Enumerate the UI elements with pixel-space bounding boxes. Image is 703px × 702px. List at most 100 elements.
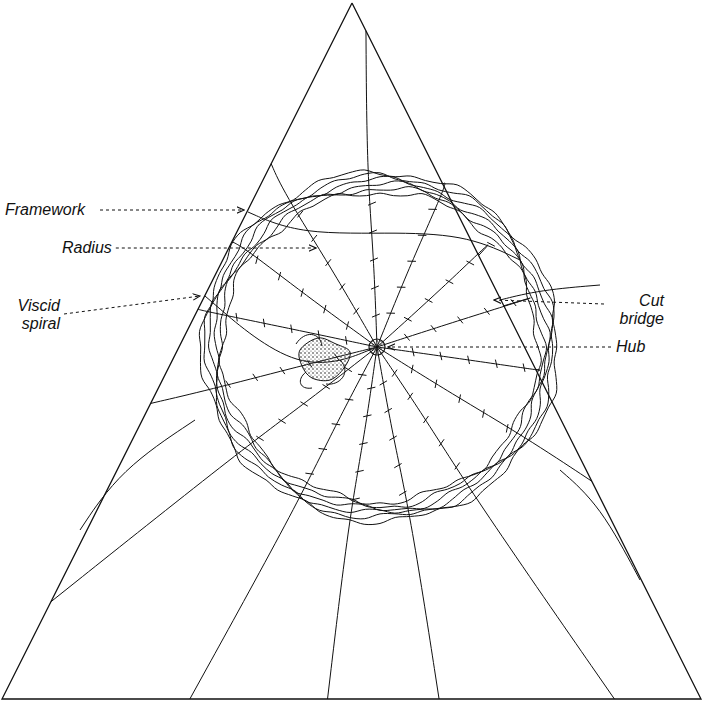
tick-mark xyxy=(256,256,258,264)
tick-mark xyxy=(371,286,379,289)
tick-mark xyxy=(468,356,470,364)
tick-mark xyxy=(484,308,489,315)
tick-mark xyxy=(323,384,330,388)
tick-mark xyxy=(346,321,348,329)
tick-mark xyxy=(363,415,371,417)
tick-mark xyxy=(423,416,428,423)
tick-mark xyxy=(345,399,353,400)
tick-mark xyxy=(346,336,347,344)
radius-thread xyxy=(366,31,377,347)
leader-line xyxy=(64,296,200,314)
tick-mark xyxy=(412,348,414,356)
tick-mark xyxy=(495,360,497,368)
tick-mark xyxy=(407,261,416,262)
radius-thread xyxy=(377,347,439,699)
radius-thread xyxy=(377,347,614,699)
leader-line xyxy=(494,300,604,304)
tick-mark xyxy=(399,491,406,495)
spiral-thread xyxy=(219,193,542,504)
tick-mark xyxy=(300,402,307,406)
viscid-spiral-threads xyxy=(199,170,557,525)
tick-mark xyxy=(380,381,387,385)
leader-lines xyxy=(64,210,611,347)
tick-mark xyxy=(345,367,352,371)
tick-mark xyxy=(392,370,397,377)
leader-line xyxy=(100,210,244,211)
tick-mark xyxy=(446,280,454,284)
tick-mark xyxy=(367,387,375,389)
tick-mark xyxy=(369,230,377,233)
tick-mark xyxy=(305,473,313,474)
tick-mark xyxy=(455,462,460,469)
radius-thread xyxy=(377,347,592,481)
radius-thread xyxy=(51,347,377,602)
tick-mark xyxy=(312,235,317,242)
tick-mark xyxy=(291,325,292,333)
spiral-thread xyxy=(208,176,552,513)
tick-mark xyxy=(263,319,264,327)
radius-threads xyxy=(51,31,615,699)
tick-mark xyxy=(358,374,366,375)
tick-mark xyxy=(404,317,412,321)
part-label: Cut bridge xyxy=(608,292,664,328)
tick-mark xyxy=(278,272,280,280)
tick-mark xyxy=(411,365,413,373)
tangled-silk xyxy=(296,334,345,388)
tick-mark xyxy=(278,419,285,423)
leader-line xyxy=(388,347,611,348)
tick-mark xyxy=(324,305,326,313)
tick-mark xyxy=(425,299,433,303)
tick-mark xyxy=(236,313,237,321)
bridge-thread xyxy=(80,420,195,530)
tick-mark xyxy=(404,334,409,341)
tick-mark xyxy=(418,235,427,236)
tick-mark xyxy=(280,367,285,374)
part-label: Framework xyxy=(5,201,85,219)
tick-mark xyxy=(523,363,525,371)
tangled-patch xyxy=(296,334,385,388)
tick-mark xyxy=(301,289,303,297)
tick-mark xyxy=(354,308,359,315)
tick-mark xyxy=(332,424,340,425)
tick-mark xyxy=(359,443,367,445)
spiral-thread xyxy=(204,173,554,519)
tick-mark xyxy=(428,209,437,210)
tick-mark xyxy=(408,393,413,400)
radius-thread xyxy=(377,183,445,347)
tick-mark xyxy=(370,258,378,261)
tick-mark xyxy=(397,287,406,288)
part-label: Radius xyxy=(62,239,112,257)
bridge-thread xyxy=(560,470,640,580)
tick-mark xyxy=(256,436,263,440)
bridge-thread xyxy=(205,296,377,362)
radius-thread xyxy=(377,298,530,347)
radius-thread xyxy=(328,347,377,699)
tick-mark xyxy=(319,448,327,449)
tick-mark xyxy=(431,325,436,332)
tangled-silk xyxy=(299,338,350,381)
tick-mark xyxy=(386,313,395,314)
tick-mark xyxy=(394,463,401,467)
framework-line xyxy=(2,3,701,699)
tick-mark xyxy=(226,381,231,388)
tick-mark xyxy=(487,242,495,246)
tick-mark xyxy=(368,202,376,205)
leader-line xyxy=(116,248,316,249)
part-label: Viscid spiral xyxy=(2,297,60,333)
framework-triangle xyxy=(2,3,701,699)
tick-mark xyxy=(466,261,474,265)
spiral-thread xyxy=(199,170,557,525)
tick-mark xyxy=(440,352,442,360)
radius-thread xyxy=(377,245,488,347)
tick-mark xyxy=(372,314,380,317)
hub-disc xyxy=(369,339,385,355)
tick-mark xyxy=(439,439,444,446)
tick-mark xyxy=(506,424,508,432)
part-label: Hub xyxy=(616,338,645,356)
tick-mark xyxy=(459,394,461,402)
tick-mark xyxy=(458,317,463,324)
tick-mark xyxy=(340,284,345,291)
tick-mark xyxy=(389,436,396,440)
